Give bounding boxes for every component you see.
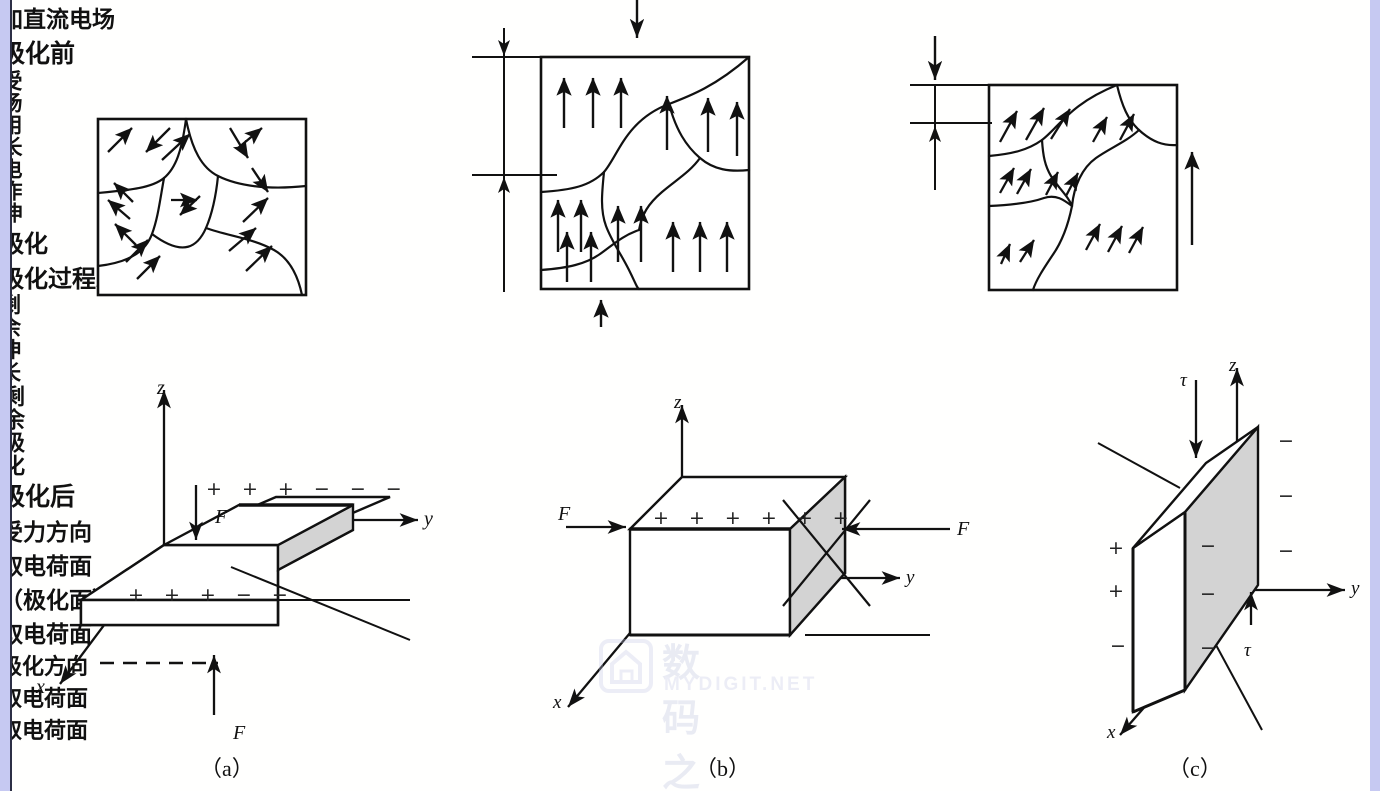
axis-x-label-b: x [553,692,562,713]
charge-c-left-2: − [1110,635,1126,657]
left-edge-rule [10,0,12,791]
diagram-a-plate [59,390,418,715]
axis-z-label-c: z [1229,355,1237,376]
charge-c-left-1: + [1108,580,1124,602]
force-symbol-a-bottom: F [233,722,246,744]
panel-before-poling [96,117,308,297]
shear-symbol-bottom: τ [1244,640,1251,661]
panel-during-poling [472,0,751,327]
charge-c-front-1: − [1200,583,1216,605]
charge-face-label-c-bottom: 取电荷面 [0,718,89,744]
force-direction-label: 受力方向 [0,519,92,546]
diagram-b-block [566,405,950,708]
left-edge-strip [0,0,10,791]
charge-c-right-2: − [1278,540,1294,562]
caption-c: （c） [1168,756,1222,781]
panel-a-caption: 极化前 [0,39,76,68]
charge-face-label-a: 取电荷面 [0,553,92,580]
charge-c-front-2: − [1200,637,1216,659]
force-symbol-a-top: F [215,506,228,528]
charge-c-front-0: − [1200,535,1216,557]
shear-symbol-top: τ [1180,370,1187,391]
charge-face-label-c-left: 取电荷面 [0,686,89,712]
axis-x-label-c: x [1107,722,1116,743]
charge-c-left-0: + [1108,537,1124,559]
axis-x-label-a: x [36,676,45,698]
charge-face-label-b: 取电荷面 [0,621,92,648]
panel-after-poling [910,36,1200,292]
charge-c-right-0: − [1278,430,1294,452]
charges-b-top: + + + + + + [653,507,856,529]
diagram-c-slab [1097,368,1345,736]
panel-c-caption: 极化后 [0,481,76,511]
axis-y-label-a: y [424,508,433,530]
dc-field-label: 加直流电场 [0,7,115,33]
caption-b: （b） [695,756,751,781]
axis-y-label-b: y [906,567,915,588]
axis-z-label-b: z [674,392,682,413]
caption-a: （a） [200,756,254,781]
force-symbol-b-right: F [957,518,970,540]
charge-c-right-1: − [1278,485,1294,507]
right-edge-strip [1370,0,1380,791]
charges-a-mid: + + + − − [128,584,295,606]
charges-a-top: + + + − − − [206,478,409,500]
force-symbol-b-left: F [558,503,571,525]
axis-z-label-a: z [157,377,165,399]
axis-y-label-c: y [1351,578,1360,599]
